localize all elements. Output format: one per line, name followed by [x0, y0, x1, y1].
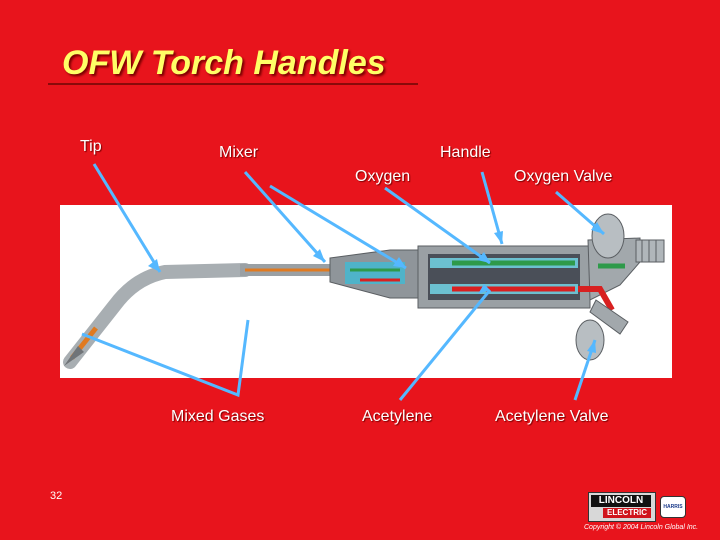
leader-mixer — [243, 171, 327, 263]
acetylene-valve-passage — [578, 286, 615, 312]
leader-arrowheads — [148, 222, 604, 353]
leader-handle-oxygen — [384, 186, 491, 265]
arrowhead-acetylene — [478, 284, 490, 294]
title-underline — [48, 83, 418, 85]
acetylene-valve-knob — [575, 319, 605, 361]
leader-acetylene — [398, 289, 492, 401]
leader-tip — [92, 163, 162, 273]
arrowhead-handle — [494, 231, 503, 244]
torch-tip — [63, 263, 252, 369]
oxygen-valve-knob — [591, 213, 625, 259]
label-mixed-gases: Mixed Gases — [171, 408, 265, 425]
label-handle: Handle — [440, 144, 491, 161]
copyright-notice: Copyright © 2004 Lincoln Global Inc. — [584, 524, 699, 531]
label-oxygen: Oxygen — [355, 168, 411, 185]
label-acetylene: Acetylene — [362, 408, 433, 425]
acetylene-valve-stem — [589, 299, 629, 335]
tip-nozzle — [64, 346, 84, 366]
arrowhead-oxygen-valve — [591, 222, 604, 234]
logo-line1: LINCOLN — [591, 495, 651, 507]
arrowhead-oxygen — [393, 257, 406, 268]
label-tip: Tip — [80, 138, 102, 155]
logo-line2: ELECTRIC — [603, 508, 651, 518]
leader-oxygen — [269, 184, 407, 270]
arrowhead-mixer — [313, 249, 325, 262]
label-oxygen-valve: Oxygen Valve — [514, 168, 613, 185]
harris-logo: HARRIS — [660, 496, 686, 518]
arrowhead-handle-oxygen — [477, 252, 490, 263]
oxygen-inlet — [635, 239, 665, 263]
leader-lines — [81, 163, 605, 401]
leader-mixed-gases — [81, 319, 250, 398]
lincoln-electric-logo: LINCOLN ELECTRIC — [588, 492, 656, 522]
slide-title: OFW Torch Handles — [62, 44, 386, 82]
label-acetylene-valve: Acetylene Valve — [495, 408, 609, 425]
slide-number: 32 — [50, 490, 63, 502]
arrowhead-tip — [148, 259, 160, 272]
label-mixer: Mixer — [219, 144, 259, 161]
arrowhead-acetylene-valve — [587, 340, 596, 353]
